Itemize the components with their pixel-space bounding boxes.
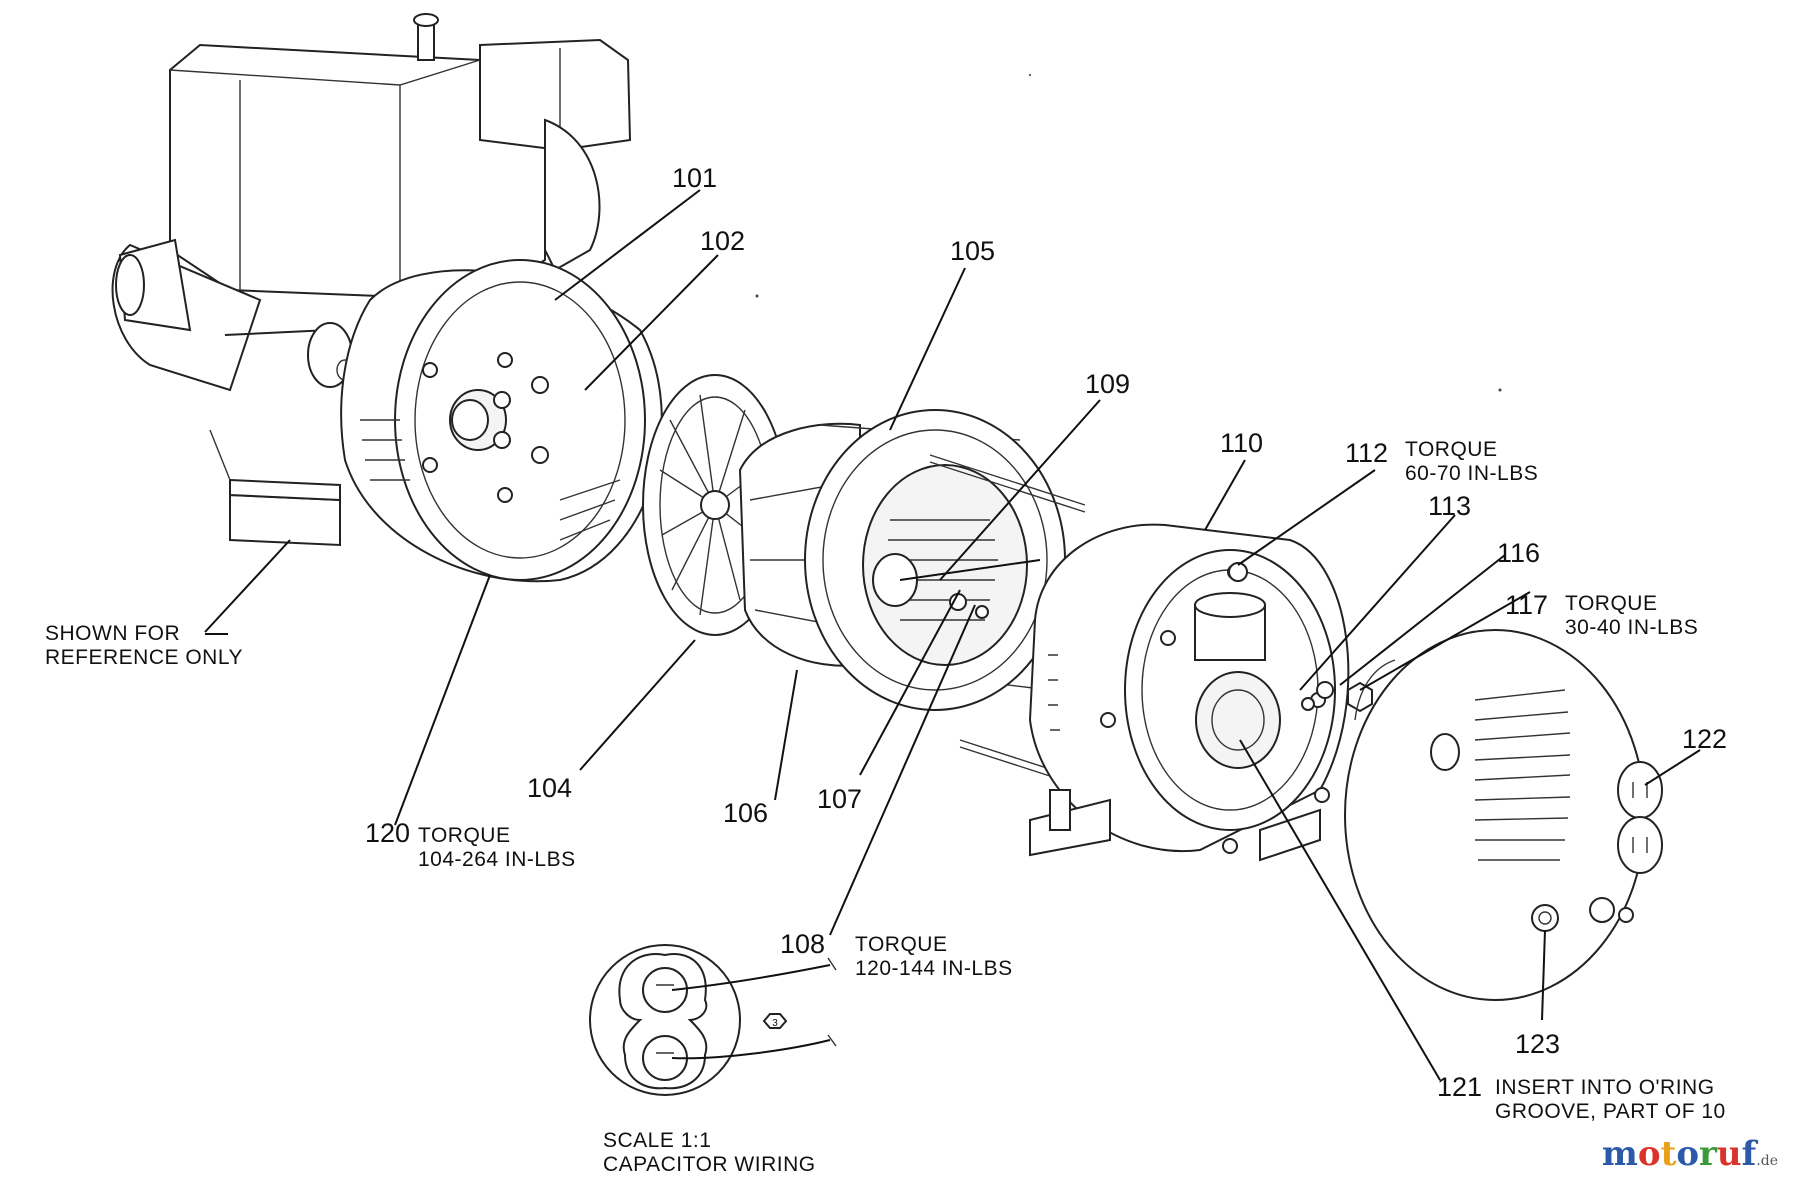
callout-107: 107 [817, 784, 862, 814]
callout-120: 120 [365, 818, 410, 848]
end-cover-122 [1344, 629, 1663, 1001]
callout-109: 109 [1085, 369, 1130, 399]
callout-105: 105 [950, 236, 995, 266]
capacitor-wiring-inset: 3 [589, 944, 837, 1096]
watermark-letter: o [1637, 1134, 1661, 1174]
callout-123: 123 [1515, 1029, 1560, 1059]
callout-102: 102 [700, 226, 745, 256]
callout-108: 108 [780, 929, 825, 959]
watermark-letter: t [1660, 1134, 1677, 1174]
torque-117-line1: TORQUE [1565, 592, 1657, 615]
callout-104: 104 [527, 773, 572, 803]
watermark-logo: motoruf.de [1602, 1134, 1778, 1174]
torque-108-line2: 120-144 IN-LBS [855, 957, 1013, 980]
watermark-suffix: .de [1756, 1153, 1778, 1169]
torque-108-line1: TORQUE [855, 933, 947, 956]
callout-116: 116 [1497, 538, 1540, 568]
torque-120-line2: 104-264 IN-LBS [418, 848, 576, 871]
engine-reference-drawing [111, 13, 632, 547]
rear-bracket-101 [340, 259, 663, 583]
reference-note-line2: REFERENCE ONLY [45, 646, 243, 669]
watermark-letter: f [1741, 1134, 1757, 1174]
rotor-assembly-105 [804, 409, 1066, 711]
torque-112-line2: 60-70 IN-LBS [1405, 462, 1538, 485]
thru-bolt-upper [929, 454, 1086, 513]
scale-note-line1: SCALE 1:1 [603, 1129, 711, 1152]
callout-101: 101 [672, 163, 717, 193]
watermark-letter: o [1676, 1134, 1699, 1174]
watermark-letter: r [1699, 1134, 1717, 1174]
watermark-letter: m [1601, 1134, 1638, 1174]
callout-110: 110 [1220, 428, 1263, 458]
callout-117: 117 [1505, 590, 1548, 620]
torque-117-line2: 30-40 IN-LBS [1565, 616, 1698, 639]
watermark-letter: u [1716, 1134, 1742, 1174]
callout-112: 112 [1345, 438, 1388, 468]
torque-120-line1: TORQUE [418, 824, 510, 847]
wire-marker-label: 3 [772, 1018, 778, 1029]
insert-note-line1: INSERT INTO O'RING [1495, 1076, 1715, 1099]
reference-note-line1: SHOWN FOR [45, 622, 180, 645]
watermark-text: motoruf [1602, 1134, 1756, 1174]
front-bracket-110 [1028, 523, 1350, 862]
callout-113: 113 [1428, 491, 1471, 521]
scale-note-line2: CAPACITOR WIRING [603, 1153, 816, 1176]
insert-note-line2: GROOVE, PART OF 10 [1495, 1100, 1726, 1123]
callout-106: 106 [723, 798, 768, 828]
callout-122: 122 [1682, 724, 1727, 754]
torque-112-line1: TORQUE [1405, 438, 1497, 461]
leader-lines [204, 189, 1701, 1081]
callout-121: 121 [1437, 1072, 1482, 1102]
